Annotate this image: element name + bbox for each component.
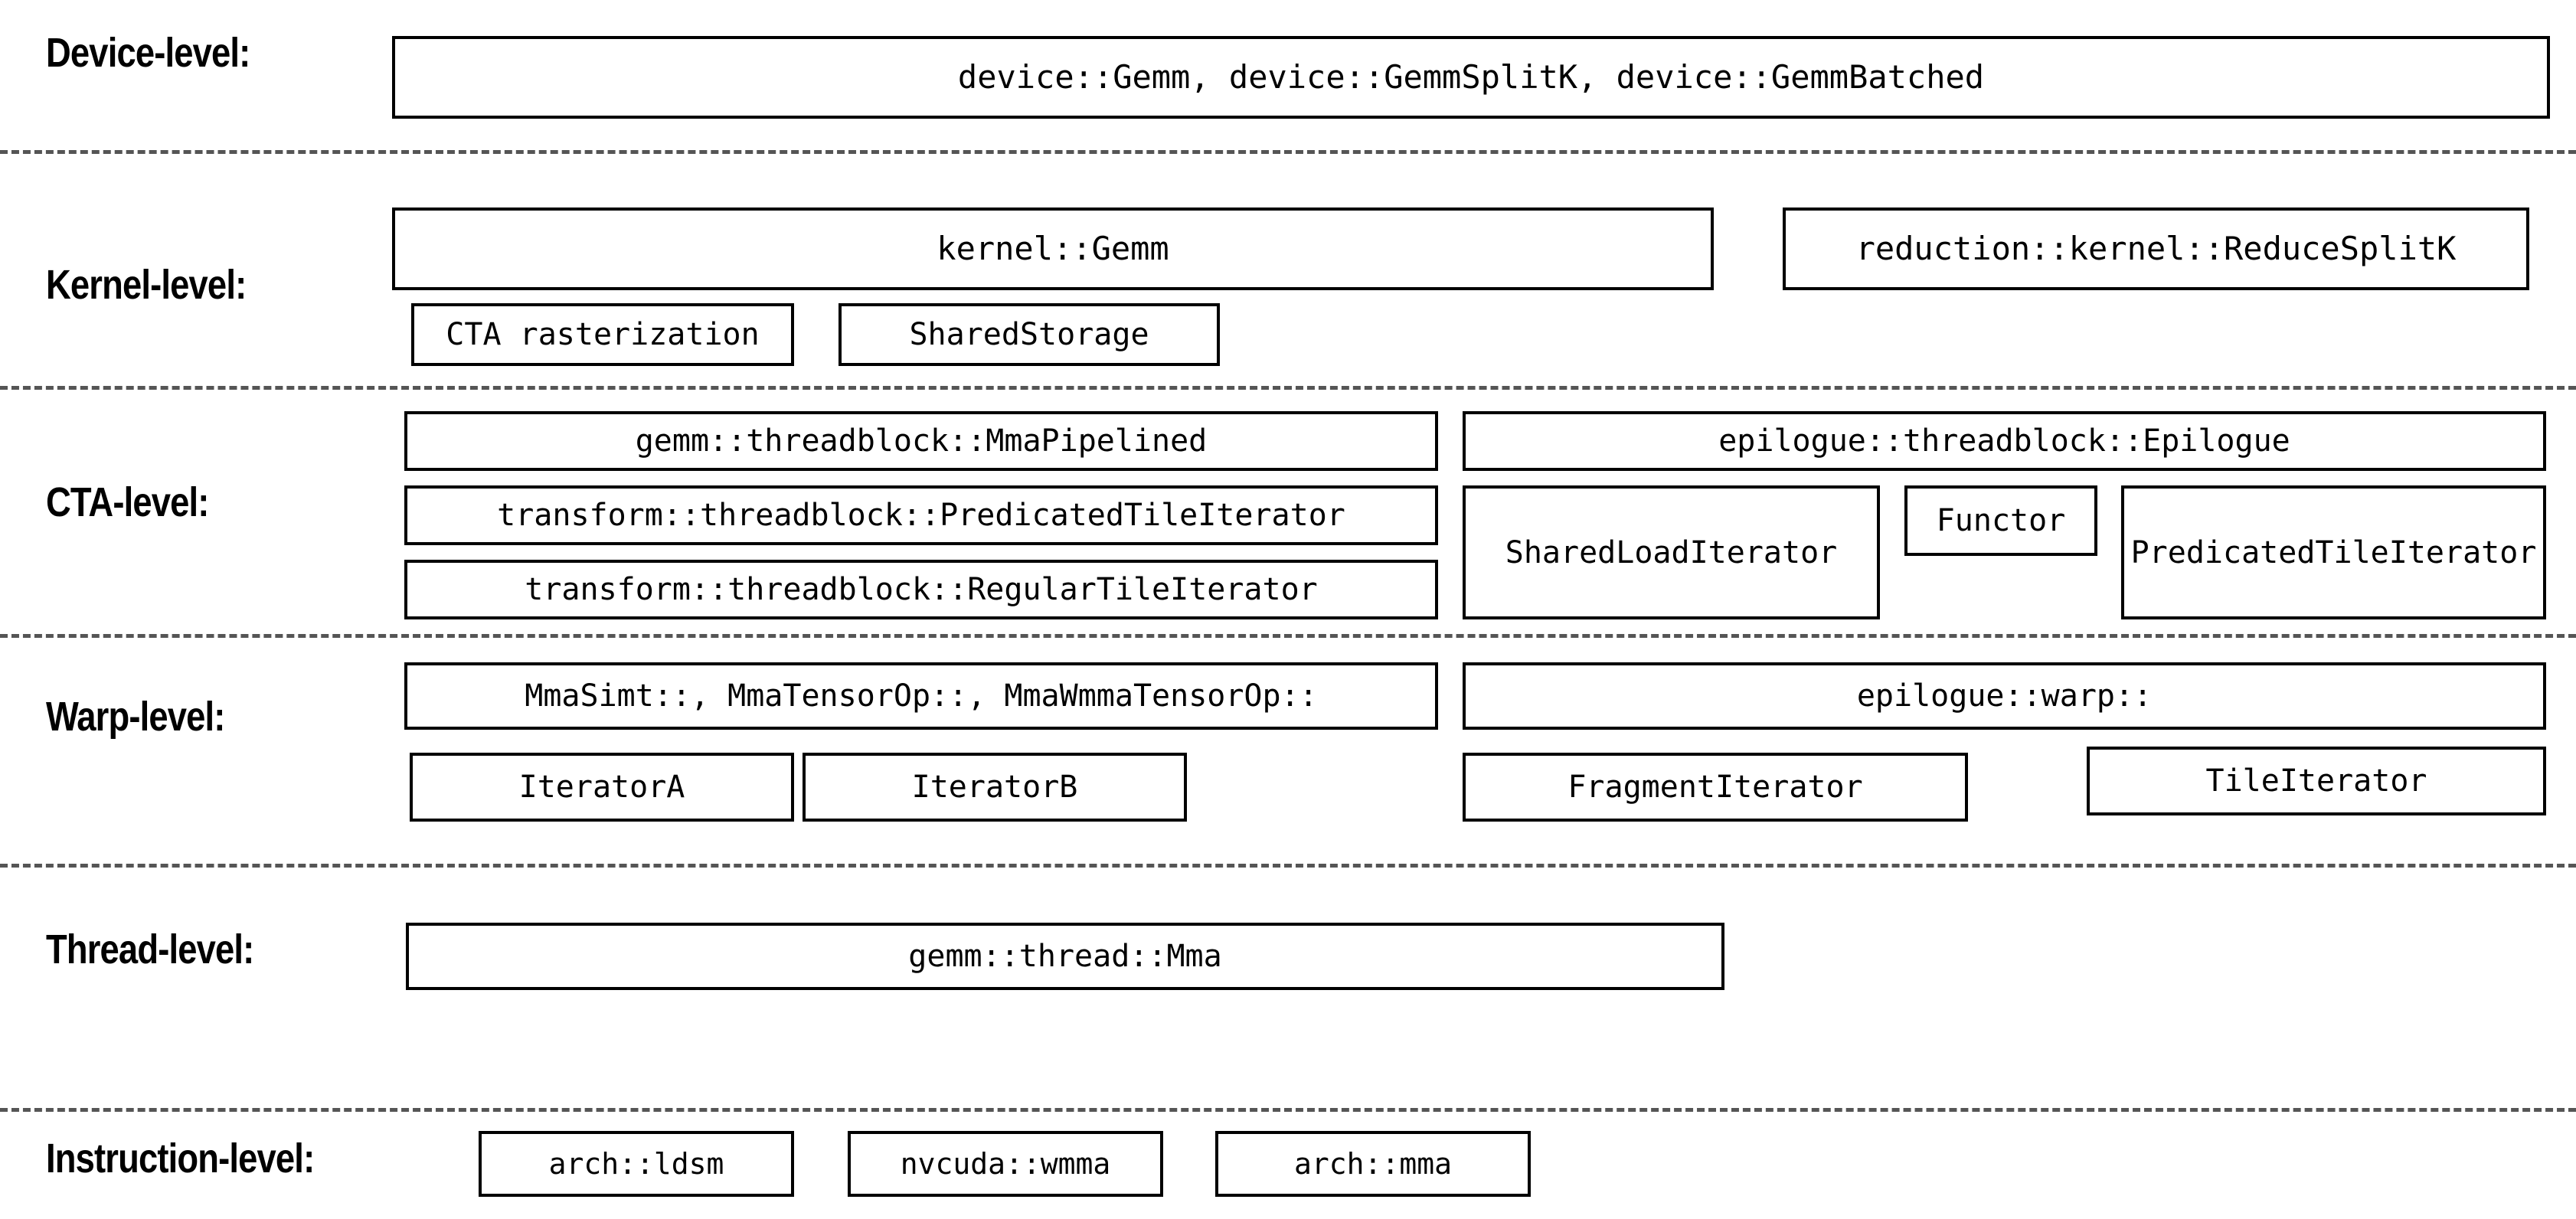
level-label-kernel: Kernel-level: xyxy=(46,262,247,308)
divider-cta-warp xyxy=(0,634,2576,638)
box-threadblock-mmapipelined-label: gemm::threadblock::MmaPipelined xyxy=(635,423,1208,459)
box-device-gemm-label: device::Gemm, device::GemmSplitK, device… xyxy=(957,58,1985,96)
level-label-device: Device-level: xyxy=(46,30,250,76)
box-arch-ldsm-label: arch::ldsm xyxy=(548,1147,724,1181)
box-thread-mma-label: gemm::thread::Mma xyxy=(908,939,1222,974)
box-warp-fragmentiterator-label: FragmentIterator xyxy=(1568,770,1863,805)
box-epilogue-predicatedtileiterator-label: PredicatedTileIterator xyxy=(2130,534,2537,570)
divider-kernel-cta xyxy=(0,386,2576,390)
box-reduction-reducesplitk[interactable]: reduction::kernel::ReduceSplitK xyxy=(1783,208,2529,290)
box-threadblock-regulartileiterator[interactable]: transform::threadblock::RegularTileItera… xyxy=(404,560,1438,619)
box-cta-rasterization[interactable]: CTA rasterization xyxy=(411,303,794,366)
box-arch-mma-label: arch::mma xyxy=(1294,1147,1452,1181)
box-warp-tileiterator-label: TileIterator xyxy=(2205,763,2427,799)
box-arch-mma[interactable]: arch::mma xyxy=(1215,1131,1531,1197)
box-warp-iterator-b-label: IteratorB xyxy=(911,770,1078,805)
divider-warp-thread xyxy=(0,864,2576,868)
box-warp-mma-variants[interactable]: MmaSimt::, MmaTensorOp::, MmaWmmaTensorO… xyxy=(404,662,1438,730)
box-threadblock-regulartileiterator-label: transform::threadblock::RegularTileItera… xyxy=(525,572,1318,607)
box-threadblock-epilogue[interactable]: epilogue::threadblock::Epilogue xyxy=(1463,411,2546,471)
box-device-gemm[interactable]: device::Gemm, device::GemmSplitK, device… xyxy=(392,36,2550,119)
box-threadblock-predicatedtileiterator[interactable]: transform::threadblock::PredicatedTileIt… xyxy=(404,485,1438,545)
box-thread-mma[interactable]: gemm::thread::Mma xyxy=(406,923,1724,990)
box-shared-storage[interactable]: SharedStorage xyxy=(839,303,1220,366)
box-kernel-gemm[interactable]: kernel::Gemm xyxy=(392,208,1714,290)
box-epilogue-predicatedtileiterator[interactable]: PredicatedTileIterator xyxy=(2121,485,2546,619)
box-warp-mma-variants-label: MmaSimt::, MmaTensorOp::, MmaWmmaTensorO… xyxy=(525,678,1318,714)
box-warp-fragmentiterator[interactable]: FragmentIterator xyxy=(1463,753,1968,822)
level-label-cta: CTA-level: xyxy=(46,479,209,525)
box-reduction-reducesplitk-label: reduction::kernel::ReduceSplitK xyxy=(1855,230,2457,267)
box-warp-tileiterator[interactable]: TileIterator xyxy=(2087,747,2546,815)
level-label-thread: Thread-level: xyxy=(46,927,254,972)
box-kernel-gemm-label: kernel::Gemm xyxy=(937,230,1169,267)
divider-thread-instruction xyxy=(0,1108,2576,1112)
box-nvcuda-wmma[interactable]: nvcuda::wmma xyxy=(848,1131,1163,1197)
box-warp-iterator-a[interactable]: IteratorA xyxy=(410,753,794,822)
box-warp-iterator-b[interactable]: IteratorB xyxy=(803,753,1187,822)
box-shared-storage-label: SharedStorage xyxy=(909,317,1149,352)
box-epilogue-warp[interactable]: epilogue::warp:: xyxy=(1463,662,2546,730)
box-epilogue-functor-label: Functor xyxy=(1936,503,2066,538)
box-epilogue-warp-label: epilogue::warp:: xyxy=(1856,678,2153,714)
level-label-instruction: Instruction-level: xyxy=(46,1136,315,1181)
box-epilogue-sharedloaditerator[interactable]: SharedLoadIterator xyxy=(1463,485,1880,619)
box-warp-iterator-a-label: IteratorA xyxy=(518,770,685,805)
box-arch-ldsm[interactable]: arch::ldsm xyxy=(479,1131,794,1197)
box-cta-rasterization-label: CTA rasterization xyxy=(446,317,760,352)
level-label-warp: Warp-level: xyxy=(46,694,225,740)
box-epilogue-functor[interactable]: Functor xyxy=(1904,485,2097,556)
divider-device-kernel xyxy=(0,150,2576,154)
box-epilogue-sharedloaditerator-label: SharedLoadIterator xyxy=(1505,534,1838,570)
box-threadblock-epilogue-label: epilogue::threadblock::Epilogue xyxy=(1718,423,2290,459)
box-threadblock-predicatedtileiterator-label: transform::threadblock::PredicatedTileIt… xyxy=(497,498,1345,533)
box-threadblock-mmapipelined[interactable]: gemm::threadblock::MmaPipelined xyxy=(404,411,1438,471)
box-nvcuda-wmma-label: nvcuda::wmma xyxy=(900,1147,1111,1181)
